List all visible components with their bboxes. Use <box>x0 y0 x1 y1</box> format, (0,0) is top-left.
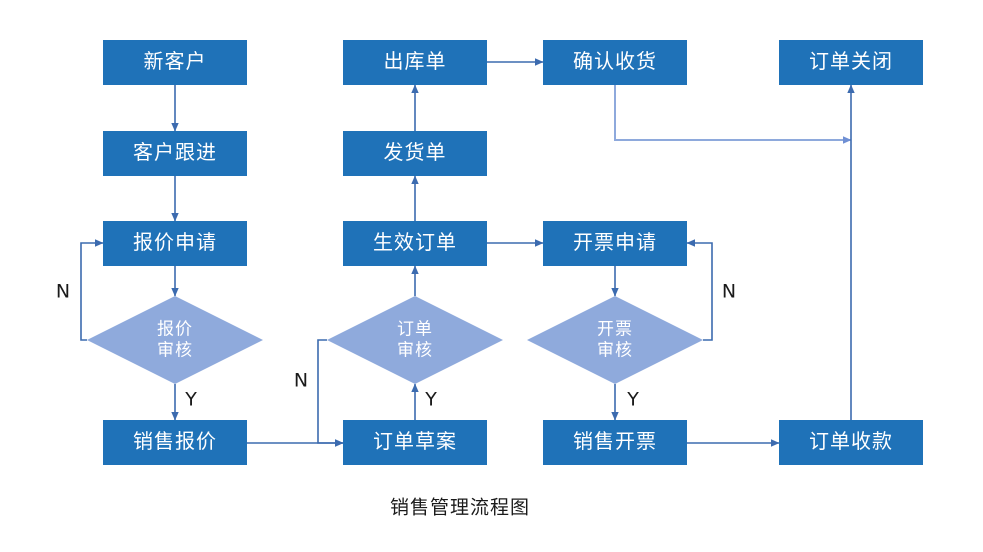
node-label-quote-request: 报价申请 <box>133 230 217 254</box>
node-order-closed[interactable]: 订单关闭 <box>779 40 923 85</box>
node-label-order-closed: 订单关闭 <box>809 49 893 73</box>
edge-label-e-quotereview-yes: Y <box>184 389 197 411</box>
node-label-order-payment: 订单收款 <box>809 429 893 453</box>
chart-caption: 销售管理流程图 <box>390 497 530 519</box>
edges-layer <box>80 58 855 447</box>
node-new-customer[interactable]: 新客户 <box>103 40 247 85</box>
process-shape-order-draft <box>343 420 487 465</box>
node-shipping-note[interactable]: 发货单 <box>343 131 487 176</box>
node-label-invoice-request: 开票申请 <box>573 230 657 254</box>
node-customer-followup[interactable]: 客户跟进 <box>103 131 247 176</box>
node-active-order[interactable]: 生效订单 <box>343 221 487 266</box>
edge-label-e-orderreview-no: N <box>294 370 308 392</box>
node-quote-review[interactable]: 报价审核 <box>87 296 263 384</box>
edge-quote-review-to-quote-request <box>80 239 104 341</box>
node-label-new-customer: 新客户 <box>144 49 207 73</box>
edge-labels-layer: N Y Y N N Y <box>56 281 736 411</box>
node-label-customer-followup: 客户跟进 <box>133 140 217 164</box>
process-shape-order-payment <box>779 420 923 465</box>
edge-label-e-invoicereview-yes: Y <box>626 389 639 411</box>
decision-shape-quote-review <box>87 296 263 384</box>
node-sales-invoice[interactable]: 销售开票 <box>543 420 687 465</box>
process-shape-invoice-request <box>543 221 687 266</box>
node-order-draft[interactable]: 订单草案 <box>343 420 487 465</box>
node-label-active-order: 生效订单 <box>373 230 457 254</box>
process-shape-shipping-note <box>343 131 487 176</box>
edge-invoice-review-to-invoice-request <box>686 239 713 341</box>
edge-label-e-orderdraft-review: Y <box>424 389 437 411</box>
node-label-delivery-note: 出库单 <box>384 49 447 73</box>
node-label-sales-quote: 销售报价 <box>133 429 217 453</box>
node-label-order-review: 订单审核 <box>397 320 433 361</box>
process-shape-quote-request <box>103 221 247 266</box>
process-shape-new-customer <box>103 40 247 85</box>
node-invoice-request[interactable]: 开票申请 <box>543 221 687 266</box>
edge-confirm-receipt-to-order-closed <box>614 85 852 144</box>
node-invoice-review[interactable]: 开票审核 <box>527 296 703 384</box>
node-order-review[interactable]: 订单审核 <box>327 296 503 384</box>
node-label-invoice-review: 开票审核 <box>597 320 633 361</box>
process-shape-sales-quote <box>103 420 247 465</box>
node-order-payment[interactable]: 订单收款 <box>779 420 923 465</box>
node-label-quote-review: 报价审核 <box>157 320 193 361</box>
decision-shape-order-review <box>327 296 503 384</box>
node-delivery-note[interactable]: 出库单 <box>343 40 487 85</box>
edge-label-e-invoicereview-no: N <box>722 281 736 303</box>
node-label-sales-invoice: 销售开票 <box>573 429 657 453</box>
edge-order-review-to-order-draft <box>317 339 344 447</box>
node-quote-request[interactable]: 报价申请 <box>103 221 247 266</box>
process-shape-active-order <box>343 221 487 266</box>
node-label-shipping-note: 发货单 <box>384 140 447 164</box>
decision-shape-invoice-review <box>527 296 703 384</box>
process-shape-delivery-note <box>343 40 487 85</box>
edge-label-e-quotereview-no: N <box>56 281 70 303</box>
process-shape-confirm-receipt <box>543 40 687 85</box>
node-confirm-receipt[interactable]: 确认收货 <box>543 40 687 85</box>
node-label-confirm-receipt: 确认收货 <box>573 49 657 73</box>
process-shape-order-closed <box>779 40 923 85</box>
node-label-order-draft: 订单草案 <box>373 429 457 453</box>
process-shape-sales-invoice <box>543 420 687 465</box>
process-shape-customer-followup <box>103 131 247 176</box>
node-sales-quote[interactable]: 销售报价 <box>103 420 247 465</box>
